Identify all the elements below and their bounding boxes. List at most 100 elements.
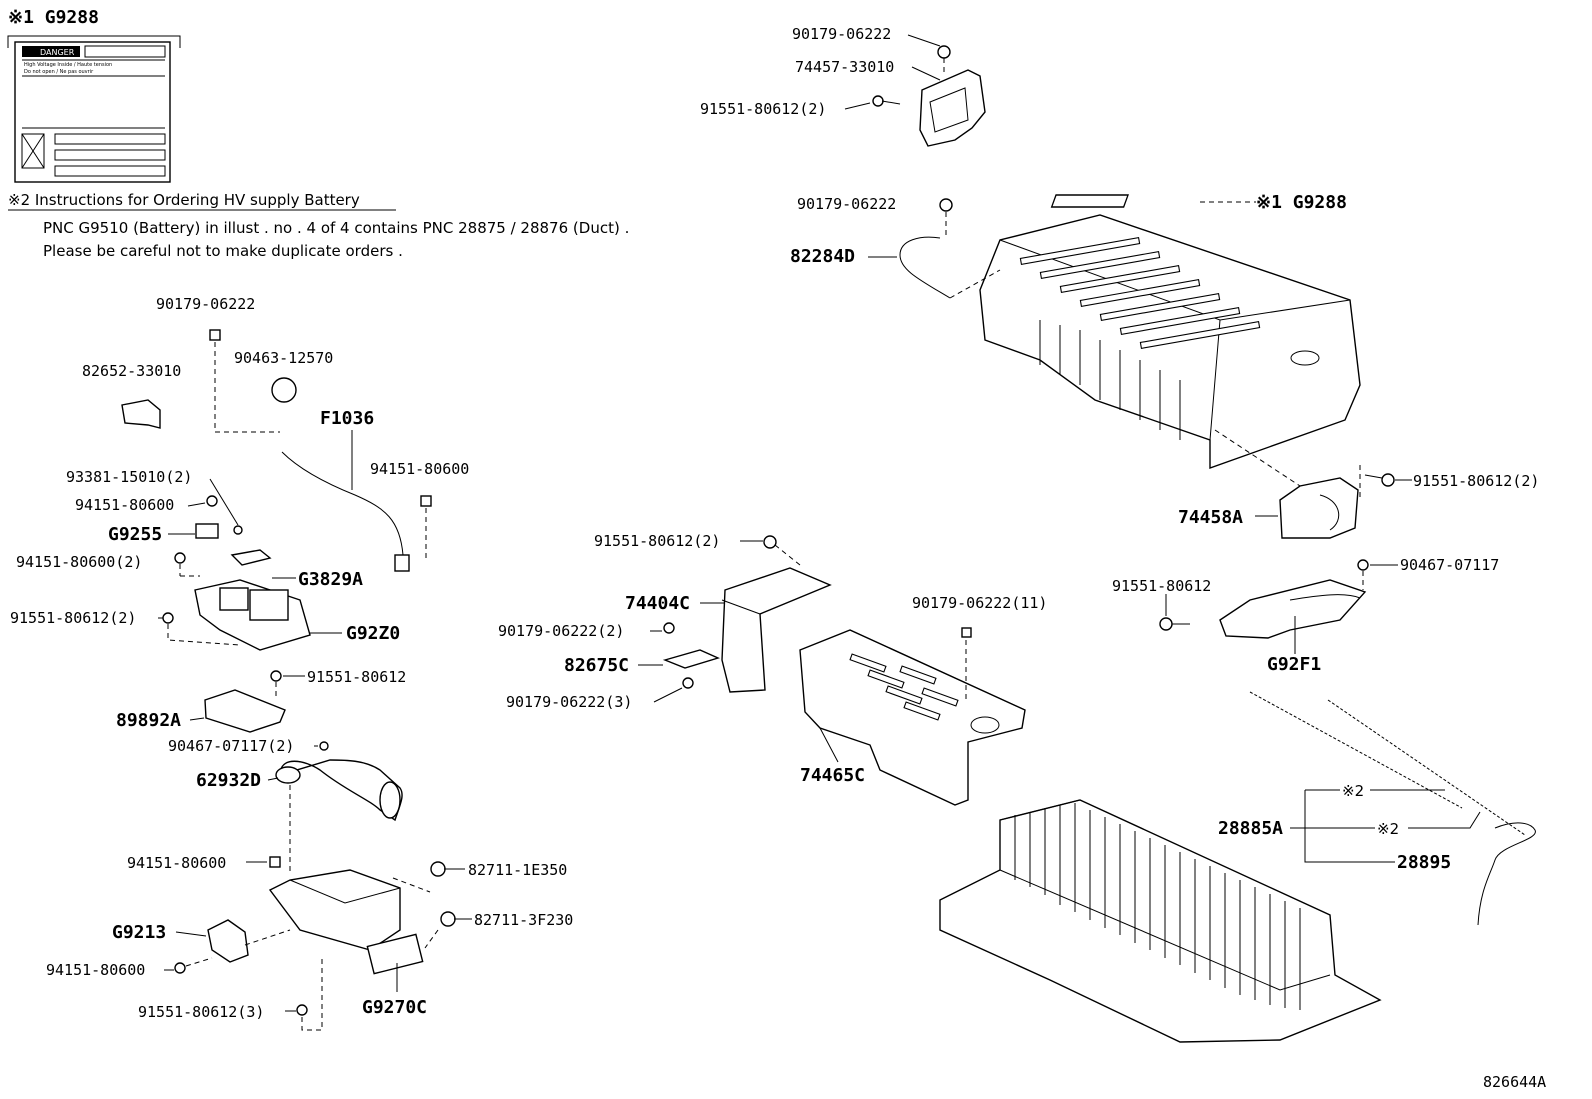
label-89892a: 89892A bbox=[116, 710, 181, 731]
label-62932d: 62932D bbox=[196, 770, 261, 791]
nut-icon bbox=[682, 677, 694, 689]
nut-icon bbox=[174, 552, 186, 564]
nut-icon bbox=[209, 329, 221, 341]
label-f1036: F1036 bbox=[320, 408, 374, 429]
label-g9255: G9255 bbox=[108, 524, 162, 545]
bolt-icon bbox=[296, 1004, 308, 1016]
bolt-icon bbox=[1381, 473, 1395, 487]
label-g9213: G9213 bbox=[112, 922, 166, 943]
screw-icon bbox=[233, 525, 243, 535]
nut-icon bbox=[663, 622, 675, 634]
left-top-parts bbox=[121, 329, 297, 433]
bolt-icon bbox=[872, 95, 884, 107]
wire-harness-28885a bbox=[1249, 691, 1526, 836]
battery-slots bbox=[1019, 236, 1261, 350]
nut-icon bbox=[269, 856, 281, 868]
label-91551-b: 91551-80612(2) bbox=[10, 609, 136, 627]
label-94151-a: 94151-80600 bbox=[370, 460, 469, 478]
label-91551-f: 91551-80612(2) bbox=[1413, 472, 1539, 490]
bolt-icon bbox=[162, 612, 174, 624]
battery-upper-assembly bbox=[979, 194, 1361, 469]
label-ref2a: ※2 bbox=[1342, 782, 1364, 800]
screw-icon bbox=[1357, 559, 1369, 571]
label-g9270c: G9270C bbox=[362, 997, 427, 1018]
instructions-heading: ※2 Instructions for Ordering HV supply B… bbox=[8, 191, 360, 209]
nut-icon bbox=[937, 45, 951, 59]
label-90179-c: 90179-06222 bbox=[156, 295, 255, 313]
cover-slots bbox=[849, 653, 959, 721]
nut-icon bbox=[961, 627, 972, 638]
nut-icon bbox=[420, 495, 432, 507]
label-74457: 74457-33010 bbox=[795, 58, 894, 76]
label-82675c: 82675C bbox=[564, 655, 629, 676]
clip-82652 bbox=[121, 399, 161, 429]
label-90179-e: 90179-06222(3) bbox=[506, 693, 632, 711]
label-sheet-group: ※1 G9288 DANGER High Voltage Inside / Ha… bbox=[7, 7, 181, 183]
label-90179-b: 90179-06222 bbox=[797, 195, 896, 213]
label-94151-c: 94151-80600(2) bbox=[16, 553, 142, 571]
instructions-line2: Please be careful not to make duplicate … bbox=[43, 242, 403, 260]
label-74404c: 74404C bbox=[625, 593, 690, 614]
label-sheet-ref: ※1 G9288 bbox=[8, 7, 99, 28]
plate-g3829a bbox=[230, 549, 272, 566]
bracket-g9213 bbox=[207, 919, 249, 963]
label-93381: 93381-15010(2) bbox=[66, 468, 192, 486]
bolt-icon bbox=[1159, 617, 1173, 631]
label-82711-b: 82711-3F230 bbox=[474, 911, 573, 929]
label-74458a: 74458A bbox=[1178, 507, 1243, 528]
bracket-g92f1 bbox=[1159, 559, 1369, 639]
ecu-89892a bbox=[204, 670, 286, 733]
clamp-90463 bbox=[271, 377, 297, 403]
screw-icon bbox=[319, 741, 329, 751]
label-28895: 28895 bbox=[1397, 852, 1451, 873]
cover-74458a bbox=[1214, 429, 1395, 539]
label-g92z0: G92Z0 bbox=[346, 623, 400, 644]
label-g9288-b: ※1 G9288 bbox=[1256, 192, 1347, 213]
label-ref2b: ※2 bbox=[1377, 820, 1399, 838]
danger-banner bbox=[22, 46, 80, 57]
label-90179-d: 90179-06222(2) bbox=[498, 622, 624, 640]
hose-28895 bbox=[1477, 822, 1536, 926]
battery-fins bbox=[1039, 320, 1181, 440]
danger-label-sheet bbox=[14, 41, 171, 183]
label-sheet-icon bbox=[1050, 194, 1129, 208]
cell-divisions bbox=[999, 803, 1301, 1010]
bracket-74457 bbox=[872, 45, 986, 147]
label-91551-top: 91551-80612(2) bbox=[700, 100, 826, 118]
junction-block-g92z0 bbox=[162, 495, 311, 651]
label-28885a: 28885A bbox=[1218, 818, 1283, 839]
label-94151-b: 94151-80600 bbox=[75, 496, 174, 514]
bracket-74404c bbox=[662, 535, 832, 693]
label-g92f1: G92F1 bbox=[1267, 654, 1321, 675]
case-g9270c bbox=[174, 856, 456, 1031]
label-91551-g: 91551-80612 bbox=[1112, 577, 1211, 595]
nut-icon bbox=[939, 198, 953, 212]
nut-icon bbox=[206, 495, 218, 507]
bolt-icon bbox=[174, 962, 186, 974]
label-90467-b: 90467-07117 bbox=[1400, 556, 1499, 574]
plate-82675c bbox=[662, 649, 721, 669]
label-94151-e: 94151-80600 bbox=[46, 961, 145, 979]
label-91551-d: 91551-80612(3) bbox=[138, 1003, 264, 1021]
instructions-line1: PNC G9510 (Battery) in illust . no . 4 o… bbox=[43, 219, 629, 237]
bolt-icon bbox=[763, 535, 777, 549]
recycle-bin-icon bbox=[21, 133, 45, 169]
label-90179-top: 90179-06222 bbox=[792, 25, 891, 43]
label-g3829a: G3829A bbox=[298, 569, 363, 590]
grommet-icon bbox=[440, 911, 456, 927]
danger-text: DANGER bbox=[40, 48, 75, 57]
label-82711-a: 82711-1E350 bbox=[468, 861, 567, 879]
label-82652: 82652-33010 bbox=[82, 362, 181, 380]
instructions-block: ※2 Instructions for Ordering HV supply B… bbox=[8, 191, 629, 260]
danger-line1: High Voltage Inside / Haute tension bbox=[24, 62, 112, 68]
grommet-icon bbox=[430, 861, 446, 877]
cable-82284d bbox=[899, 198, 1001, 299]
label-91551-c: 91551-80612 bbox=[307, 668, 406, 686]
danger-line2: Do not open / Ne pas ouvrir bbox=[24, 69, 94, 75]
label-74465c: 74465C bbox=[800, 765, 865, 786]
fuse-g9255 bbox=[195, 523, 219, 539]
label-90467-a: 90467-07117(2) bbox=[168, 737, 294, 755]
duct-62932d bbox=[275, 741, 403, 875]
